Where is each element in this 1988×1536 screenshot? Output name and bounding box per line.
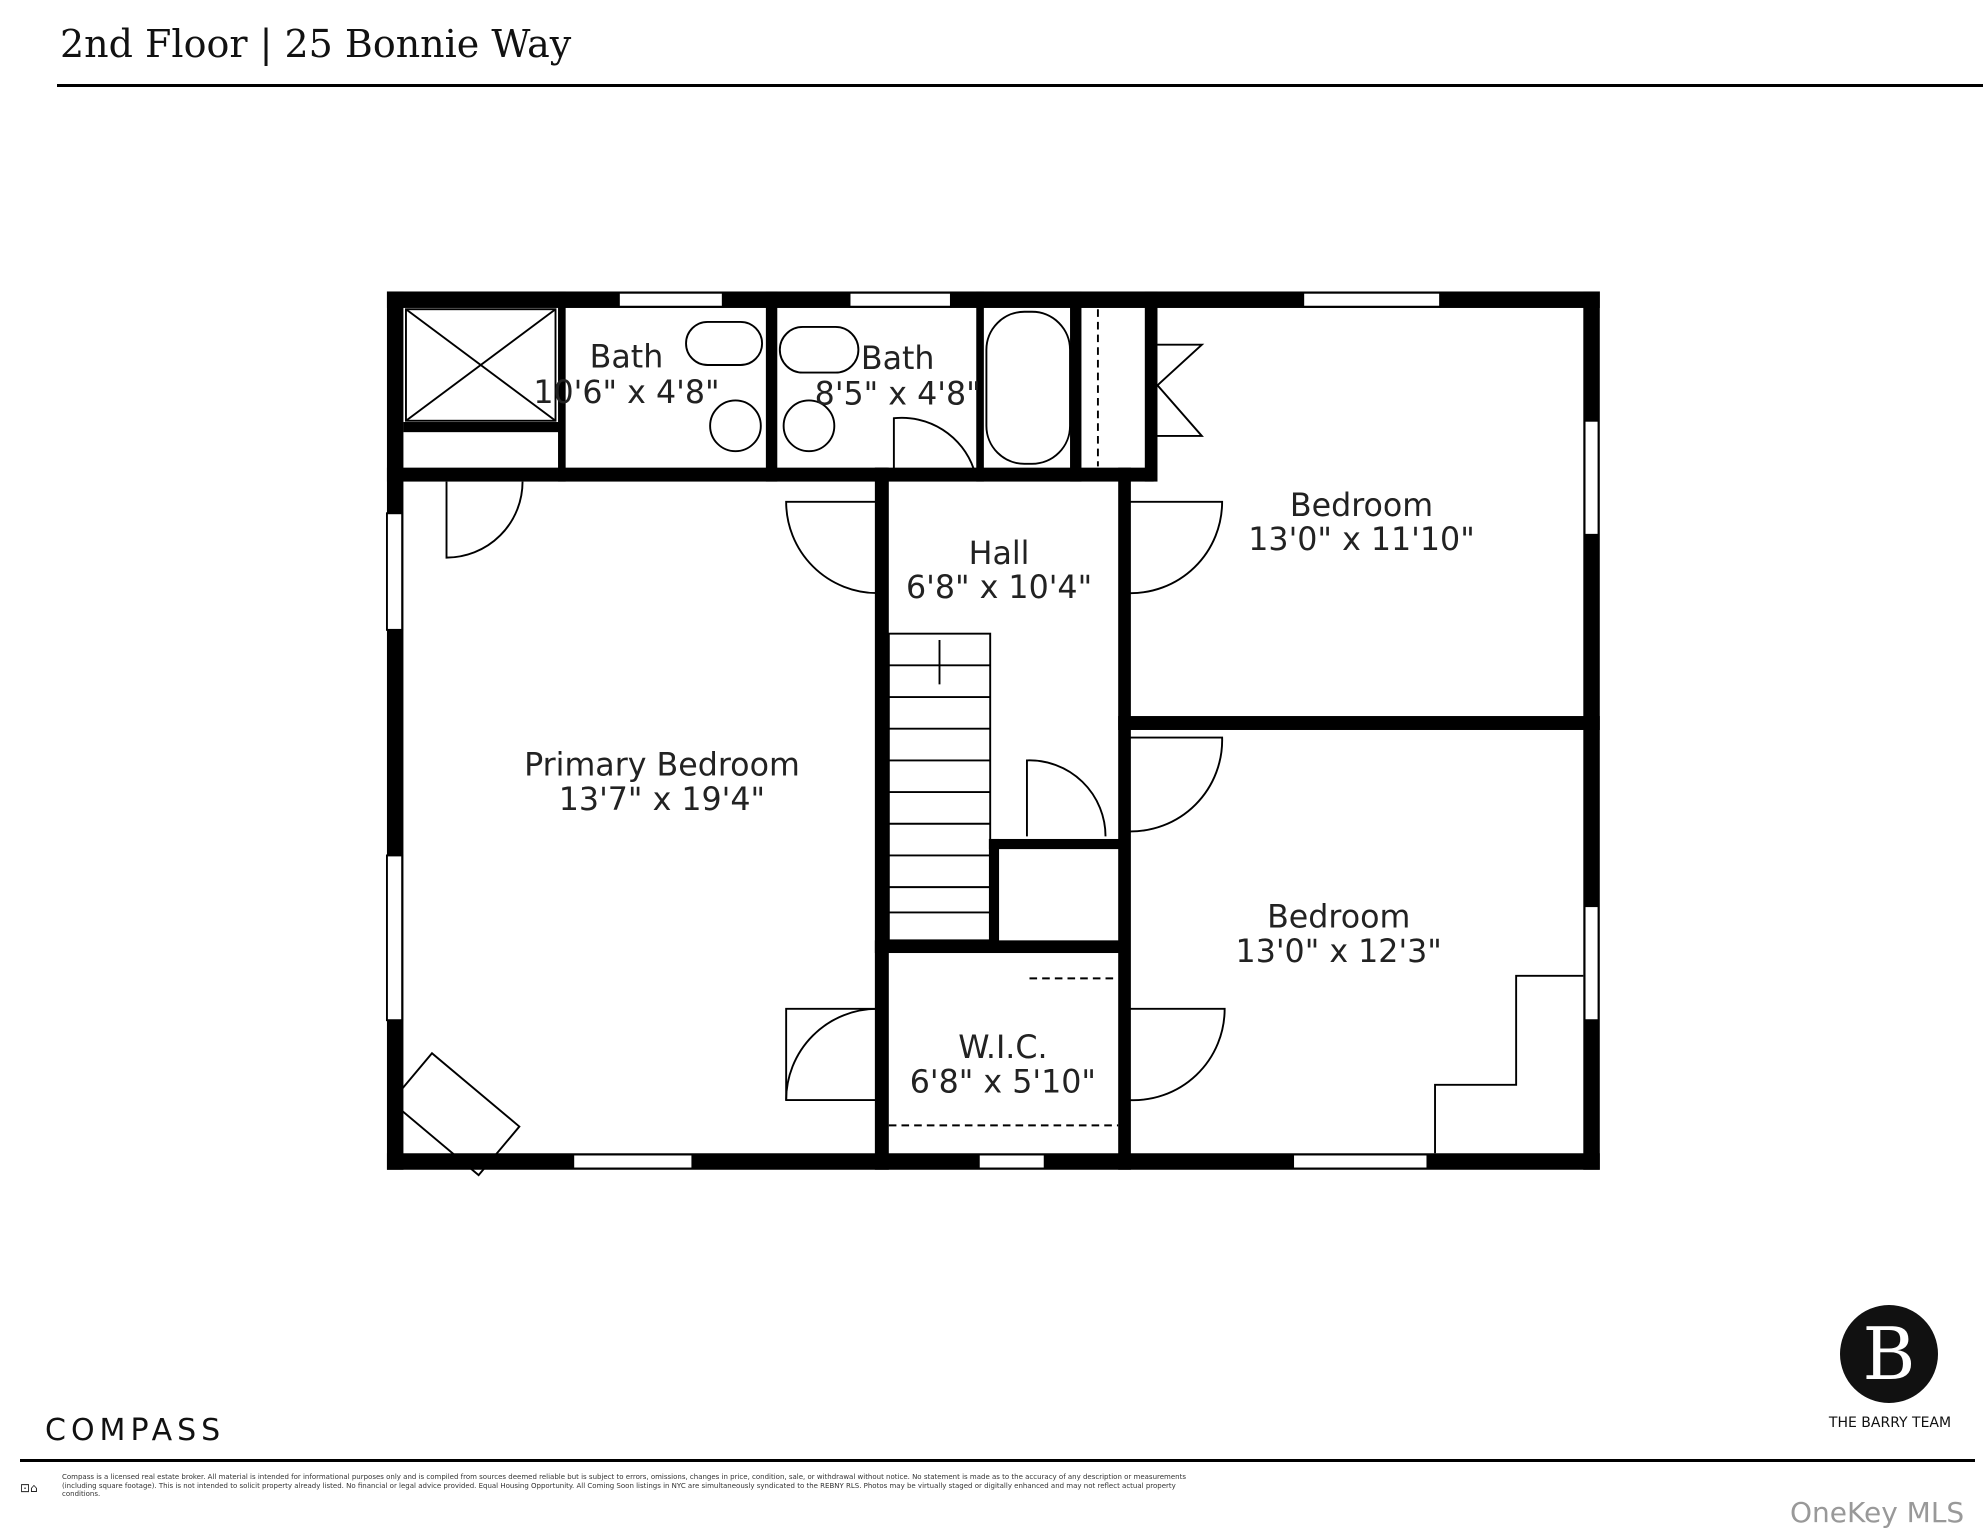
windows — [386, 291, 1600, 1170]
room-dims: 13'0" x 12'3" — [1236, 934, 1442, 970]
fixtures — [389, 308, 1584, 1177]
footer-divider — [20, 1459, 1975, 1462]
room-dims: 13'7" x 19'4" — [559, 782, 765, 818]
room-dims: 13'0" x 11'10" — [1248, 522, 1474, 558]
room-dims: 10'6" x 4'8" — [533, 375, 719, 411]
room-dims: 6'8" x 5'10" — [910, 1064, 1096, 1100]
room-dims: 8'5" x 4'8" — [815, 376, 981, 412]
room-labels: Bath 10'6" x 4'8" Bath 8'5" x 4'8" Hall … — [524, 340, 1475, 1101]
room-dims: 6'8" x 10'4" — [906, 570, 1092, 606]
room-name: Bath — [861, 341, 935, 377]
stair-treads — [888, 664, 991, 914]
barry-team-logo: B — [1840, 1305, 1938, 1403]
room-name: Bedroom — [1290, 488, 1433, 524]
room-name: Hall — [969, 536, 1030, 572]
header-divider — [57, 84, 1983, 87]
disclaimer: Compass is a licensed real estate broker… — [62, 1473, 1186, 1498]
room-name: W.I.C. — [958, 1030, 1047, 1066]
compass-logo: COMPASS — [45, 1413, 226, 1448]
watermark: OneKey MLS — [1790, 1496, 1965, 1529]
room-name: Bath — [590, 340, 664, 376]
page-title: 2nd Floor | 25 Bonnie Way — [60, 22, 572, 66]
equal-housing-icon: ⊡⌂ — [20, 1481, 38, 1495]
team-name: THE BARRY TEAM — [1828, 1415, 1952, 1431]
room-name: Primary Bedroom — [524, 748, 800, 784]
room-name: Bedroom — [1267, 900, 1410, 936]
